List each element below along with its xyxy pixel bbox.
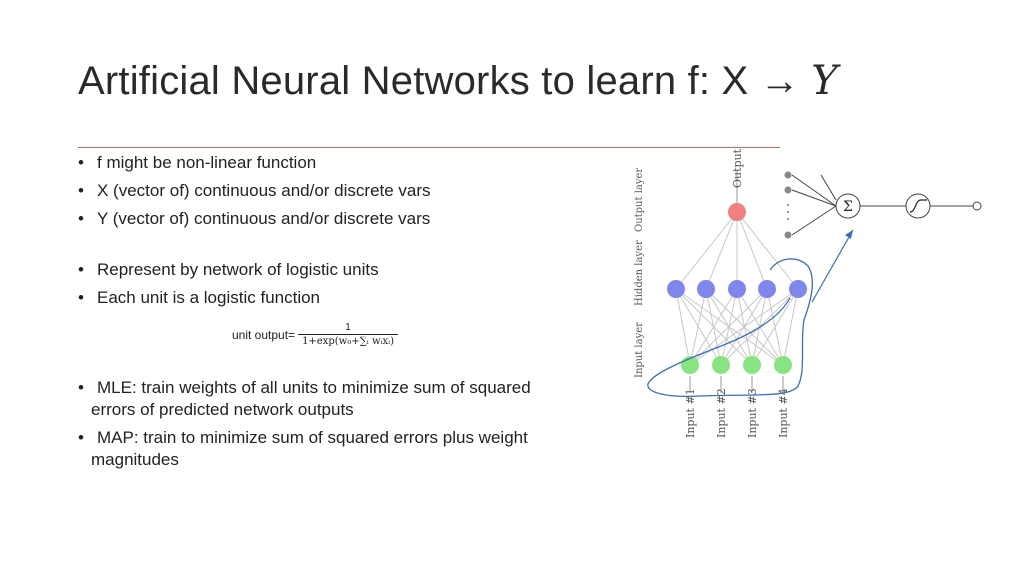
formula-label: unit output=	[232, 327, 296, 342]
logistic-formula: unit output= 1 1+exp(w₀+∑ᵢ wᵢxᵢ)	[232, 322, 399, 347]
hidden-input-connections	[675, 288, 799, 366]
bullet-item: •Each unit is a logistic function	[78, 288, 321, 307]
formula-fraction: 1 1+exp(w₀+∑ᵢ wᵢxᵢ)	[298, 322, 399, 347]
bullet-text: MAP: train to minimize sum of squared er…	[97, 428, 528, 447]
bullet-text: Each unit is a logistic function	[97, 288, 321, 307]
bullet-item: •Represent by network of logistic units	[78, 260, 379, 279]
bullet-list: •f might be non-linear function •X (vect…	[78, 152, 618, 477]
title-text: Artificial Neural Networks to learn f: X…	[78, 59, 812, 103]
formula-denominator: 1+exp(w₀+∑ᵢ wᵢxᵢ)	[302, 336, 395, 347]
layer-label-hidden: Hidden layer	[634, 240, 645, 306]
annotation-arrowhead	[845, 230, 853, 239]
output-terminal	[972, 201, 982, 211]
formula-numerator: 1	[345, 322, 351, 333]
summation-node	[835, 193, 861, 219]
output-node	[728, 203, 746, 221]
bullet-item: •f might be non-linear function	[78, 153, 317, 172]
sigmoid-curve	[909, 199, 927, 213]
input-label: Input #4	[777, 388, 790, 438]
bullet-item: •MLE: train weights of all units to mini…	[78, 377, 618, 421]
fraction-bar	[298, 334, 399, 335]
bullet-text: X (vector of) continuous and/or discrete…	[97, 181, 431, 200]
hidden-nodes	[667, 280, 807, 298]
bullet-item: •MAP: train to minimize sum of squared e…	[78, 427, 618, 471]
bullet-text: f might be non-linear function	[97, 153, 317, 172]
neural-network-diagram: Output Output layer Hidden layer Input l…	[634, 148, 982, 438]
input-label: Input #2	[715, 388, 728, 438]
unit-detail: Σ	[784, 171, 982, 239]
title-divider	[78, 147, 780, 148]
input-nodes	[681, 356, 792, 374]
slide-title: Artificial Neural Networks to learn f: X…	[78, 58, 838, 104]
title-variable: Y	[811, 58, 838, 104]
input-label: Input #1	[684, 388, 697, 438]
annotation-arrow	[811, 229, 854, 303]
bullet-text-continued: errors of predicted network outputs	[91, 400, 354, 419]
bullet-text: Represent by network of logistic units	[97, 260, 379, 279]
annotation-loop	[647, 258, 814, 398]
bullet-item: •X (vector of) continuous and/or discret…	[78, 181, 431, 200]
output-hidden-connections	[675, 211, 799, 290]
sigma-symbol: Σ	[843, 199, 853, 215]
bullet-item: •Y (vector of) continuous and/or discret…	[78, 209, 431, 228]
output-axis-label: Output	[731, 148, 744, 188]
sigmoid-node	[905, 193, 931, 219]
layer-label-output: Output layer	[634, 168, 645, 232]
layer-label-input: Input layer	[634, 322, 645, 378]
input-arrows	[689, 376, 784, 393]
bullet-text-continued: magnitudes	[91, 450, 179, 469]
bullet-text: MLE: train weights of all units to minim…	[97, 378, 531, 397]
input-label: Input #3	[746, 388, 759, 438]
bullet-text: Y (vector of) continuous and/or discrete…	[97, 209, 431, 228]
